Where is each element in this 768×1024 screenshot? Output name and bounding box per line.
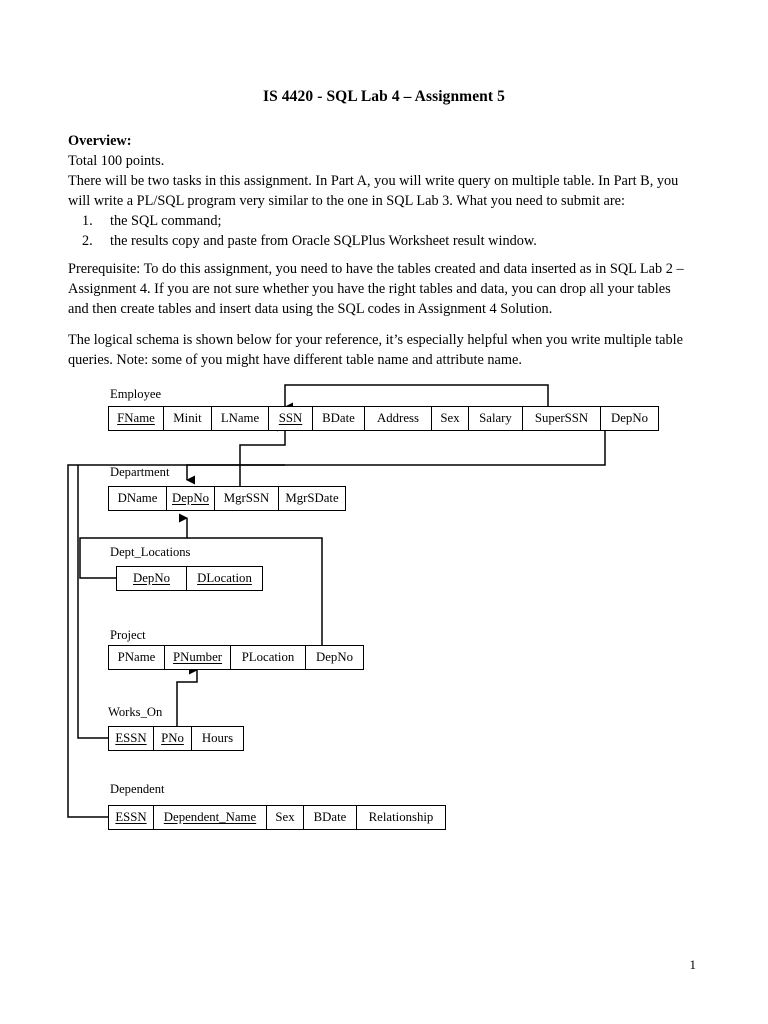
attribute-label: ESSN	[115, 731, 147, 745]
attribute-cell: BDate	[313, 407, 365, 430]
prerequisite-paragraph: Prerequisite: To do this assignment, you…	[68, 261, 684, 318]
attribute-label: Relationship	[368, 810, 434, 824]
attribute-cell: SuperSSN	[523, 407, 601, 430]
attribute-label: DLocation	[197, 571, 252, 585]
list-item: 2. the results copy and paste from Oracl…	[68, 231, 690, 251]
attribute-label: DepNo	[316, 650, 353, 664]
attribute-label: Salary	[479, 411, 512, 425]
entity-table-employee: FName Minit LName SSN BDate Address Sex …	[108, 406, 659, 431]
attribute-cell: DName	[109, 487, 167, 510]
attribute-cell-pk: ESSN	[109, 727, 154, 750]
attribute-cell: Sex	[267, 806, 304, 829]
entity-label-employee: Employee	[110, 387, 162, 401]
attribute-label: Dependent_Name	[163, 810, 257, 824]
attribute-cell-pk: PNumber	[165, 646, 231, 669]
attribute-label: BDate	[322, 411, 355, 425]
attribute-label: BDate	[313, 810, 347, 824]
entity-table-department: DName DepNo MgrSSN MgrSDate	[108, 486, 346, 511]
schema-paragraph: The logical schema is shown below for yo…	[68, 332, 683, 369]
list-item-number: 2.	[82, 233, 93, 250]
attribute-cell-pk: DepNo	[167, 487, 215, 510]
attribute-label: DName	[117, 491, 158, 505]
relationship-connectors	[67, 384, 606, 818]
page-number: 1	[689, 957, 697, 972]
entity-table-dept-locations: DepNo DLocation	[116, 566, 263, 591]
logical-schema-diagram: Employee FName Minit LName SSN BDate Add…	[0, 370, 768, 840]
attribute-cell: PLocation	[231, 646, 306, 669]
list-item-number: 1.	[82, 213, 93, 229]
attribute-cell-pk: SSN	[269, 407, 313, 430]
attribute-label: Hours	[201, 731, 234, 745]
attribute-cell: MgrSDate	[279, 487, 345, 510]
entity-label-dept-locations: Dept_Locations	[110, 545, 191, 559]
overview-heading: Overview:	[68, 133, 132, 149]
attribute-cell-pk: PNo	[154, 727, 192, 750]
attribute-cell: Hours	[192, 727, 243, 750]
attribute-label: MgrSSN	[223, 491, 270, 505]
attribute-cell: DepNo	[306, 646, 363, 669]
entity-label-project: Project	[110, 628, 146, 642]
intro-paragraph: There will be two tasks in this assignme…	[68, 173, 679, 210]
entity-table-works-on: ESSN PNo Hours	[108, 726, 244, 751]
attribute-cell-pk: DepNo	[117, 567, 187, 590]
attribute-cell: DepNo	[601, 407, 658, 430]
entity-label-dependent: Dependent	[110, 782, 165, 796]
submit-items-list: 1. the SQL command; 2. the results copy …	[68, 211, 690, 251]
attribute-cell: Sex	[432, 407, 469, 430]
attribute-cell: PName	[109, 646, 165, 669]
attribute-label: SuperSSN	[534, 411, 589, 425]
attribute-label: Sex	[275, 810, 295, 824]
attribute-cell: Salary	[469, 407, 523, 430]
attribute-label: Minit	[173, 411, 202, 425]
attribute-label: PNumber	[172, 650, 223, 664]
attribute-label: DepNo	[611, 411, 648, 425]
attribute-label: SSN	[278, 411, 303, 425]
attribute-cell: BDate	[304, 806, 357, 829]
attribute-cell-pk: DLocation	[187, 567, 262, 590]
attribute-label: PName	[117, 650, 156, 664]
attribute-label: Address	[377, 411, 419, 425]
attribute-cell: Address	[365, 407, 432, 430]
entity-table-dependent: ESSN Dependent_Name Sex BDate Relationsh…	[108, 805, 446, 830]
entity-table-project: PName PNumber PLocation DepNo	[108, 645, 364, 670]
attribute-label: ESSN	[115, 810, 147, 824]
attribute-label: DepNo	[172, 491, 209, 505]
entity-label-department: Department	[110, 465, 170, 479]
attribute-label: FName	[117, 411, 155, 425]
attribute-label: MgrSDate	[285, 491, 339, 505]
attribute-cell-pk: ESSN	[109, 806, 154, 829]
attribute-cell: LName	[212, 407, 269, 430]
attribute-label: PLocation	[241, 650, 295, 664]
attribute-cell: Relationship	[357, 806, 445, 829]
page-title: IS 4420 - SQL Lab 4 – Assignment 5	[263, 88, 505, 105]
attribute-label: PNo	[161, 731, 184, 745]
list-item: 1. the SQL command;	[68, 211, 690, 231]
attribute-label: DepNo	[133, 571, 170, 585]
attribute-cell: Minit	[164, 407, 212, 430]
attribute-cell: MgrSSN	[215, 487, 279, 510]
list-item-label: the SQL command;	[110, 213, 222, 229]
attribute-cell: FName	[109, 407, 164, 430]
attribute-cell-pk: Dependent_Name	[154, 806, 267, 829]
list-item-label: the results copy and paste from Oracle S…	[110, 233, 537, 250]
attribute-label: LName	[220, 411, 260, 425]
attribute-label: Sex	[440, 411, 460, 425]
entity-label-works-on: Works_On	[108, 705, 163, 719]
total-points-text: Total 100 points.	[68, 153, 165, 169]
